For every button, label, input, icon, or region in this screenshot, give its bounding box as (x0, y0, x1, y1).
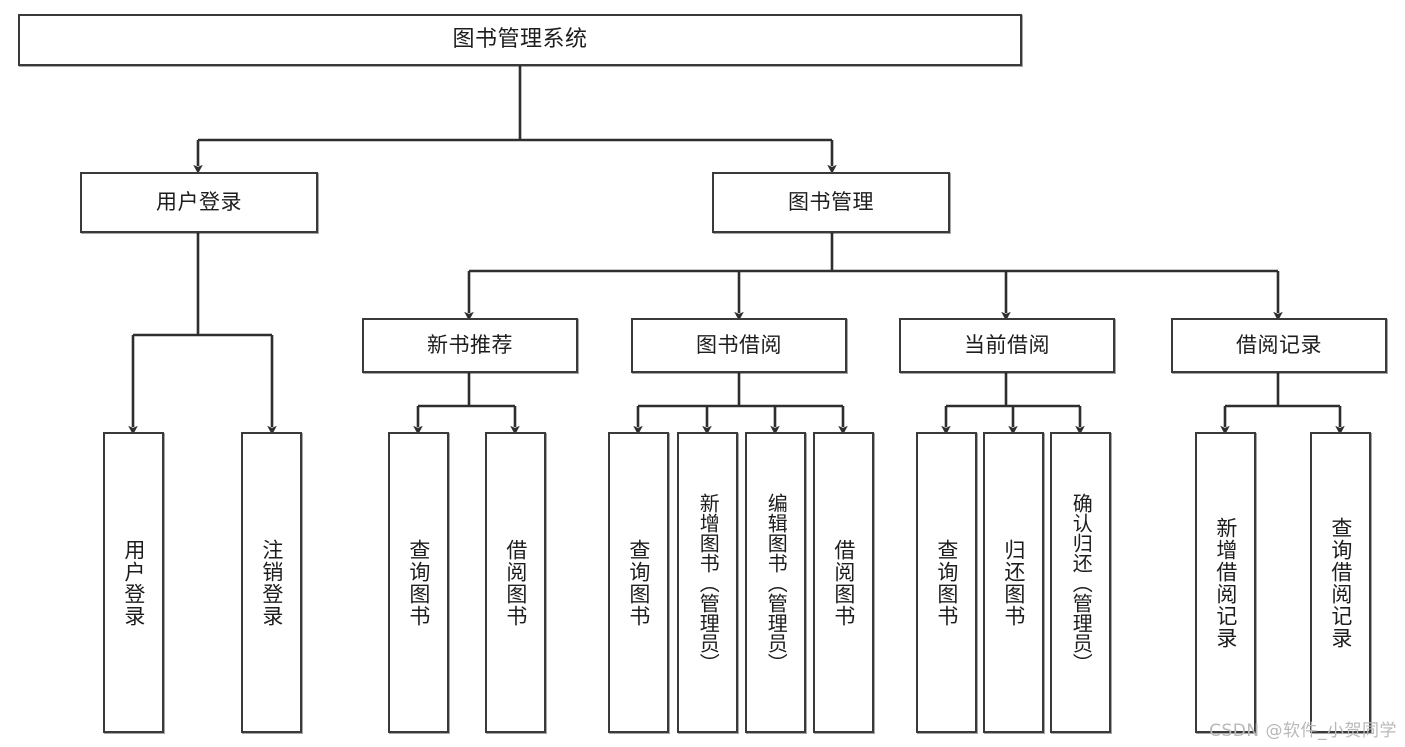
node-book-manage[interactable]: 图书管理 (712, 172, 950, 233)
node-user-login-label: 用户登录 (156, 190, 242, 215)
node-leaf-edit-book-label: 编辑图书（管理员） (764, 492, 789, 673)
node-root[interactable]: 图书管理系统 (18, 14, 1022, 66)
node-leaf-query-book-3[interactable]: 查询图书 (916, 432, 977, 733)
node-leaf-add-book[interactable]: 新增图书（管理员） (677, 432, 738, 733)
node-current-borrow[interactable]: 当前借阅 (899, 318, 1115, 373)
node-leaf-borrow-book-1-label: 借阅图书 (503, 538, 528, 627)
node-leaf-return-book-label: 归还图书 (1001, 538, 1026, 627)
node-leaf-add-record[interactable]: 新增借阅记录 (1195, 432, 1256, 733)
node-leaf-query-record[interactable]: 查询借阅记录 (1310, 432, 1371, 733)
node-leaf-query-book-1-label: 查询图书 (406, 538, 431, 627)
node-leaf-borrow-book-2-label: 借阅图书 (831, 538, 856, 627)
node-new-book-rec-label: 新书推荐 (427, 333, 513, 358)
node-leaf-query-record-label: 查询借阅记录 (1328, 516, 1353, 649)
node-leaf-borrow-book-2[interactable]: 借阅图书 (813, 432, 874, 733)
node-leaf-confirm-return-label: 确认归还（管理员） (1069, 492, 1094, 673)
node-leaf-logout-label: 注销登录 (259, 538, 284, 627)
node-current-borrow-label: 当前借阅 (964, 333, 1050, 358)
node-leaf-user-login[interactable]: 用户登录 (103, 432, 164, 733)
node-leaf-add-record-label: 新增借阅记录 (1213, 516, 1238, 649)
node-leaf-add-book-label: 新增图书（管理员） (696, 492, 721, 673)
node-book-manage-label: 图书管理 (788, 190, 874, 215)
node-new-book-rec[interactable]: 新书推荐 (362, 318, 578, 373)
node-leaf-edit-book[interactable]: 编辑图书（管理员） (745, 432, 806, 733)
node-borrow-record[interactable]: 借阅记录 (1171, 318, 1387, 373)
node-leaf-confirm-return[interactable]: 确认归还（管理员） (1050, 432, 1111, 733)
node-leaf-logout[interactable]: 注销登录 (241, 432, 302, 733)
node-leaf-query-book-2-label: 查询图书 (626, 538, 651, 627)
node-borrow-record-label: 借阅记录 (1236, 333, 1322, 358)
node-user-login[interactable]: 用户登录 (80, 172, 318, 233)
watermark: CSDN @软件_小贺同学 (1209, 721, 1397, 741)
node-leaf-borrow-book-1[interactable]: 借阅图书 (485, 432, 546, 733)
node-leaf-user-login-label: 用户登录 (121, 538, 146, 627)
node-leaf-query-book-3-label: 查询图书 (934, 538, 959, 627)
node-book-borrow-label: 图书借阅 (696, 333, 782, 358)
node-leaf-return-book[interactable]: 归还图书 (983, 432, 1044, 733)
node-root-label: 图书管理系统 (452, 27, 588, 53)
node-book-borrow[interactable]: 图书借阅 (631, 318, 847, 373)
node-leaf-query-book-2[interactable]: 查询图书 (608, 432, 669, 733)
node-leaf-query-book-1[interactable]: 查询图书 (388, 432, 449, 733)
